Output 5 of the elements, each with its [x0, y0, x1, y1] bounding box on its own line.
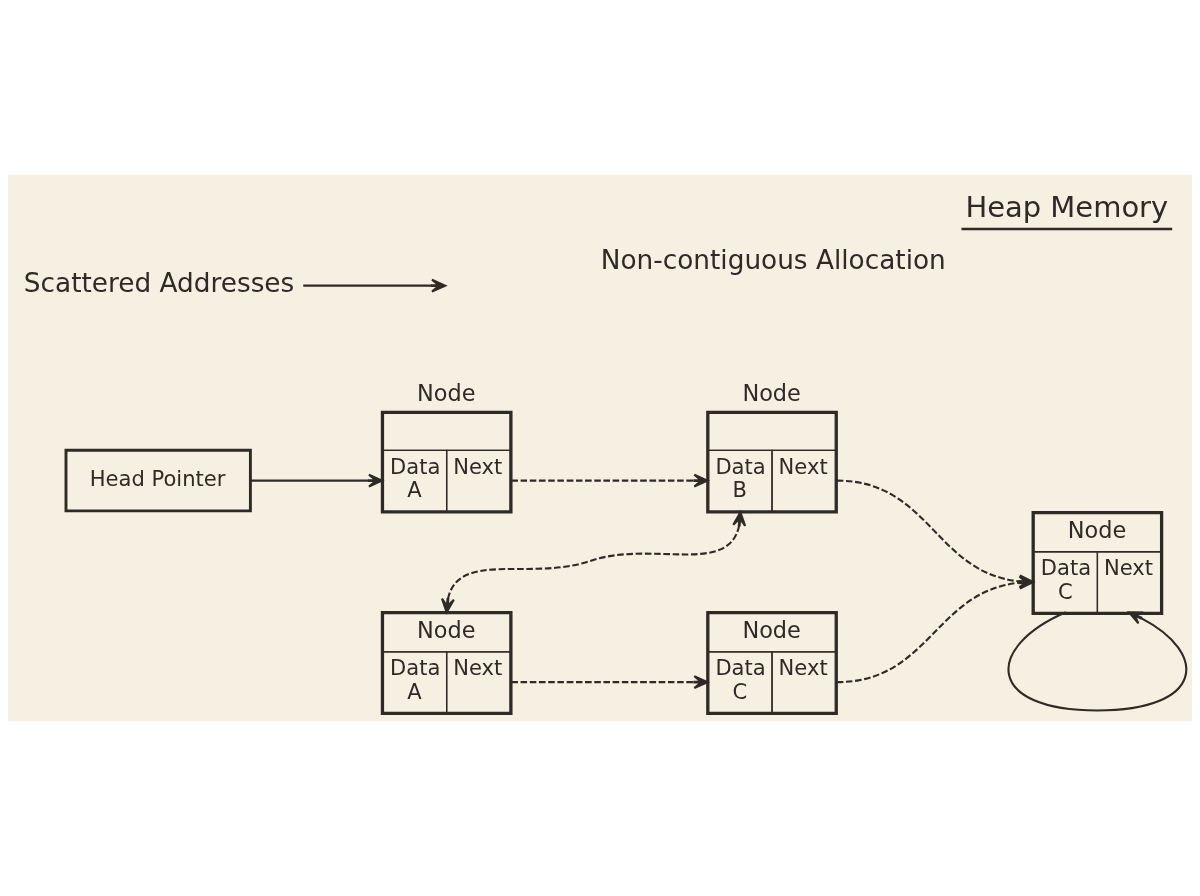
node-text: Scattered Addresses — [23, 268, 295, 299]
label: Non-contiguous Allocation — [600, 244, 946, 275]
diagram-title: Heap Memory — [965, 189, 1169, 224]
node-label: Node — [417, 380, 476, 407]
node-label: Node — [742, 380, 801, 407]
